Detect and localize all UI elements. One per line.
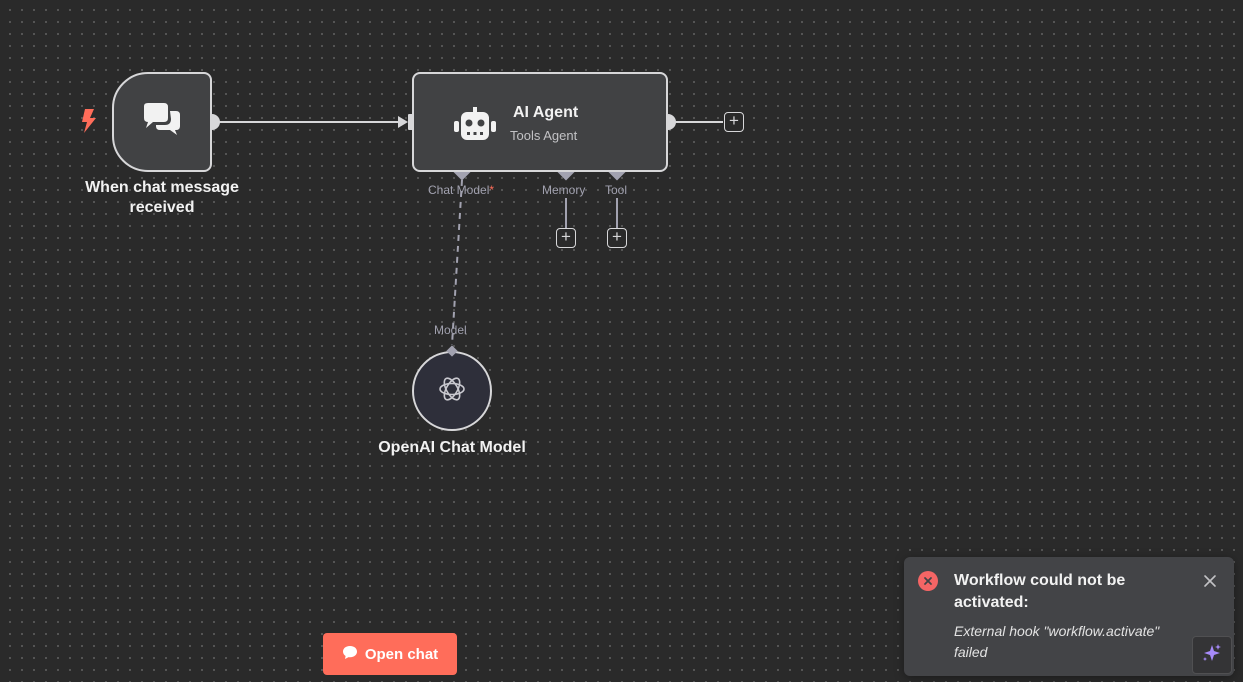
add-output-node-button[interactable]: + (724, 112, 744, 132)
connection-arrowhead (398, 116, 408, 128)
model-port-label: Model (434, 323, 467, 337)
chat-bubbles-icon (140, 102, 184, 143)
error-icon (918, 571, 938, 591)
robot-icon (454, 107, 496, 146)
chat-icon (342, 645, 358, 664)
close-icon[interactable] (1203, 574, 1217, 593)
trigger-node-label: When chat message received (85, 179, 239, 216)
open-chat-button[interactable]: Open chat (323, 633, 457, 675)
model-node-label: OpenAI Chat Model (378, 439, 526, 456)
openai-chat-model-node[interactable] (412, 351, 492, 431)
chat-model-port-label: Chat Model* (428, 183, 495, 197)
required-marker: * (489, 183, 495, 197)
lightning-bolt-icon (80, 109, 98, 138)
toast-message: External hook "workflow.activate" failed (954, 623, 1160, 660)
agent-title: AI Agent (513, 104, 579, 121)
sparkle-icon (1201, 642, 1223, 669)
ai-agent-node[interactable]: AI Agent Tools Agent (412, 72, 668, 172)
chat-trigger-node[interactable] (112, 72, 212, 172)
tool-port-label: Tool (605, 183, 628, 197)
model-output-port[interactable] (445, 344, 459, 358)
agent-subtitle: Tools Agent (510, 128, 578, 143)
error-toast: Workflow could not be activated: Externa… (904, 557, 1234, 676)
open-chat-label: Open chat (364, 645, 439, 663)
add-tool-button[interactable]: + (607, 228, 627, 248)
memory-port-label: Memory (542, 183, 586, 197)
add-memory-button[interactable]: + (556, 228, 576, 248)
ai-assistant-button[interactable] (1192, 636, 1232, 674)
openai-icon (436, 373, 468, 410)
model-connection (451, 179, 463, 346)
toast-title: Workflow could not be activated: (954, 572, 1126, 611)
